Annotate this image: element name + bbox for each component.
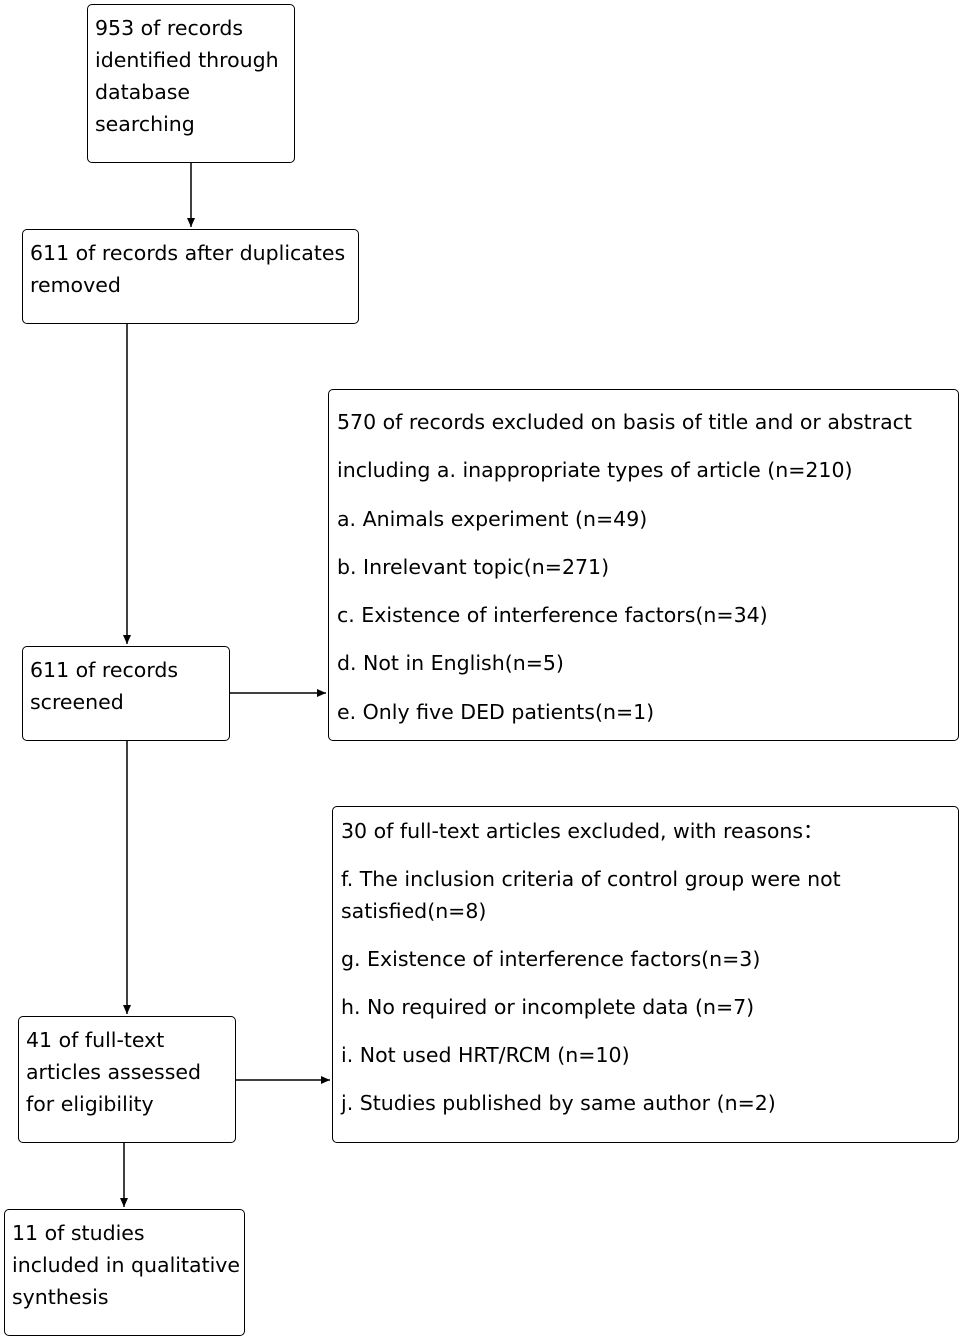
records-identified-line: database xyxy=(95,80,191,104)
duplicates-removed-box: 611 of records after duplicates removed xyxy=(22,229,359,324)
fulltext-excluded-reason-f: f. The inclusion criteria of control gro… xyxy=(341,867,841,891)
records-excluded-reason: d. Not in English(n=5) xyxy=(337,651,564,676)
records-identified-line: searching xyxy=(95,112,195,136)
fulltext-excluded-reason-h: h. No required or incomplete data (n=7) xyxy=(341,995,755,1019)
spacer xyxy=(341,1071,950,1087)
records-screened-line: screened xyxy=(30,690,124,714)
records-excluded-reason: including a. inappropriate types of arti… xyxy=(337,458,853,483)
studies-included-box: 11 of studies included in qualitative sy… xyxy=(4,1209,245,1336)
records-excluded-box: 570 of records excluded on basis of titl… xyxy=(328,389,959,741)
fulltext-assessed-box: 41 of full-text articles assessed for el… xyxy=(18,1016,236,1143)
spacer xyxy=(341,1023,950,1039)
studies-included-line: included in qualitative xyxy=(12,1253,241,1277)
fulltext-assessed-line: articles assessed xyxy=(26,1060,202,1084)
fulltext-excluded-summary: 30 of full-text articles excluded, with … xyxy=(341,819,824,843)
fulltext-assessed-line: for eligibility xyxy=(26,1092,154,1116)
fulltext-excluded-reason-i: i. Not used HRT/RCM (n=10) xyxy=(341,1043,630,1067)
fulltext-excluded-reason-f-cont: satisfied(n=8) xyxy=(341,899,487,923)
fulltext-excluded-reason-g: g. Existence of interference factors(n=3… xyxy=(341,947,761,971)
records-identified-line: identified through xyxy=(95,48,279,72)
records-screened-line: 611 of records xyxy=(30,658,179,682)
records-screened-box: 611 of records screened xyxy=(22,646,230,741)
records-excluded-reason: e. Only five DED patients(n=1) xyxy=(337,699,655,724)
studies-included-line: synthesis xyxy=(12,1285,109,1309)
records-excluded-summary: 570 of records excluded on basis of titl… xyxy=(337,410,912,434)
duplicates-removed-line: 611 of records after duplicates xyxy=(30,241,346,265)
records-excluded-reason: a. Animals experiment (n=49) xyxy=(337,506,648,531)
fulltext-excluded-reason-j: j. Studies published by same author (n=2… xyxy=(341,1091,776,1115)
records-identified-box: 953 of records identified through databa… xyxy=(87,4,295,163)
studies-included-line: 11 of studies xyxy=(12,1221,145,1245)
records-excluded-reason: b. Inrelevant topic(n=271) xyxy=(337,554,610,579)
fulltext-excluded-box: 30 of full-text articles excluded, with … xyxy=(332,806,959,1143)
spacer xyxy=(341,975,950,991)
spacer xyxy=(341,847,950,863)
records-excluded-reason: c. Existence of interference factors(n=3… xyxy=(337,603,768,628)
records-identified-line: 953 of records xyxy=(95,16,244,40)
spacer xyxy=(341,927,950,943)
duplicates-removed-line: removed xyxy=(30,273,121,297)
fulltext-assessed-line: 41 of full-text xyxy=(26,1028,165,1052)
